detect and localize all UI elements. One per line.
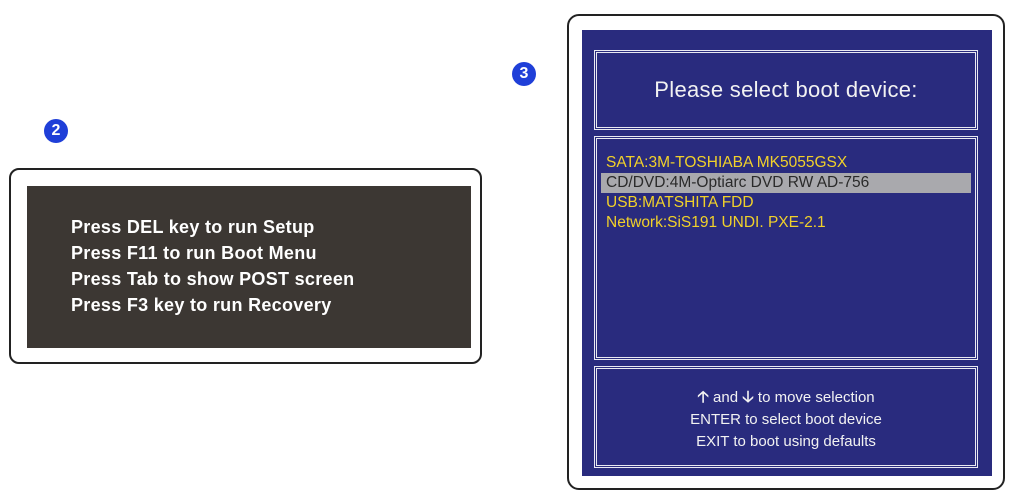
- boot-menu-screen: Please select boot device: SATA:3M-TOSHI…: [582, 30, 992, 476]
- boot-device-usb[interactable]: USB:MATSHITA FDD: [606, 194, 754, 211]
- help-line-exit: EXIT to boot using defaults: [696, 433, 876, 450]
- boot-device-sata[interactable]: SATA:3M-TOSHIABA MK5055GSX: [606, 154, 848, 171]
- boot-device-cd-dvd[interactable]: CD/DVD:4M-Optiarc DVD RW AD-756: [601, 173, 971, 193]
- boot-menu-title: Please select boot device:: [654, 77, 918, 102]
- help-line-enter: ENTER to select boot device: [690, 411, 882, 428]
- help-and-text: and: [713, 389, 739, 406]
- down-arrow-icon: 🡣: [742, 389, 754, 406]
- up-arrow-icon: 🡡: [697, 389, 709, 406]
- step-badge-3: 3: [512, 62, 536, 86]
- post-line-recovery: Press F3 key to run Recovery: [71, 295, 332, 315]
- boot-menu-frame: Please select boot device: SATA:3M-TOSHI…: [567, 14, 1005, 490]
- step-badge-2: 2: [44, 119, 68, 143]
- boot-device-list: SATA:3M-TOSHIABA MK5055GSX CD/DVD:4M-Opt…: [594, 136, 978, 360]
- boot-menu-help-box: 🡡 and 🡣 to move selection ENTER to selec…: [594, 366, 978, 468]
- post-line-setup: Press DEL key to run Setup: [71, 217, 315, 237]
- post-screen: Press DEL key to run Setup Press F11 to …: [27, 186, 471, 348]
- boot-device-network[interactable]: Network:SiS191 UNDI. PXE-2.1: [606, 214, 826, 231]
- post-line-post-screen: Press Tab to show POST screen: [71, 269, 355, 289]
- boot-menu-title-box: Please select boot device:: [594, 50, 978, 130]
- help-line-move: 🡡 and 🡣 to move selection: [597, 387, 975, 409]
- post-screen-frame: Press DEL key to run Setup Press F11 to …: [9, 168, 482, 364]
- help-move-text: to move selection: [757, 389, 875, 406]
- post-line-boot-menu: Press F11 to run Boot Menu: [71, 243, 317, 263]
